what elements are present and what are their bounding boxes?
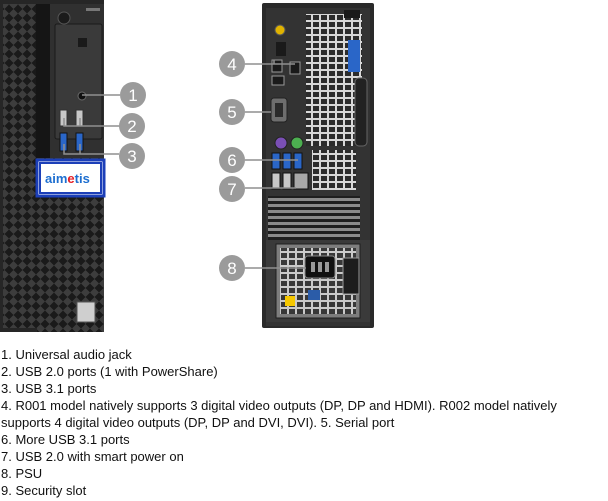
port-legend: 1. Universal audio jack 2. USB 2.0 ports… [1,346,606,499]
expansion-slots [268,196,360,240]
marker-4: 4 [219,51,245,77]
legend-item: 8. PSU [1,466,43,481]
displayport-icon [289,61,301,75]
legend-item: 6. More USB 3.1 ports [1,432,130,447]
audio-jack-icon [77,91,87,101]
marker-2: 2 [119,113,145,139]
marker-label: 7 [227,180,236,199]
usb2-port-icon [282,172,292,190]
callout-markers: 1 2 3 4 5 6 7 8 [119,51,245,281]
rear-vent [306,14,362,146]
marker-8: 8 [219,255,245,281]
marker-label: 6 [227,151,236,170]
legend-item: 9. Security slot [1,483,87,498]
front-mesh-left [3,4,37,328]
marker-label: 3 [127,147,136,166]
audio-out-icon [274,24,286,36]
brand-logo-text: aimetis [45,171,90,186]
usb3-port-icon [282,152,292,170]
latch [348,40,360,72]
sticker [76,301,96,323]
computer-diagram: aimetis [0,0,374,332]
security-slot-icon [342,257,360,295]
logo-box [35,158,106,198]
legend-item: 2. USB 2.0 ports (1 with PowerShare) [1,364,218,379]
marker-label: 4 [227,55,236,74]
marker-label: 8 [227,259,236,278]
marker-5: 5 [219,99,245,125]
callout-lines [63,60,306,269]
usb2-port-icon [271,172,281,190]
marker-label: 1 [128,86,137,105]
power-button-icon [57,11,71,25]
marker-7: 7 [219,176,245,202]
ps2-mouse-icon [274,136,288,150]
ethernet-port-icon [293,172,309,190]
pcie-slot [354,77,368,147]
legend-item: 4. R001 model natively supports 3 digita… [1,398,557,430]
rear-panel [262,3,374,328]
hdmi-icon [271,75,285,86]
front-panel: aimetis [0,0,106,332]
usb3-port-icon [271,152,281,170]
usb3-port-icon [293,152,303,170]
marker-label: 5 [227,103,236,122]
legend-item: 7. USB 2.0 with smart power on [1,449,184,464]
displayport-icon [271,59,283,73]
ps2-keyboard-icon [290,136,304,150]
marker-6: 6 [219,147,245,173]
marker-3: 3 [119,143,145,169]
marker-label: 2 [127,117,136,136]
legend-item: 1. Universal audio jack [1,347,132,362]
marker-1: 1 [120,82,146,108]
legend-item: 3. USB 3.1 ports [1,381,97,396]
